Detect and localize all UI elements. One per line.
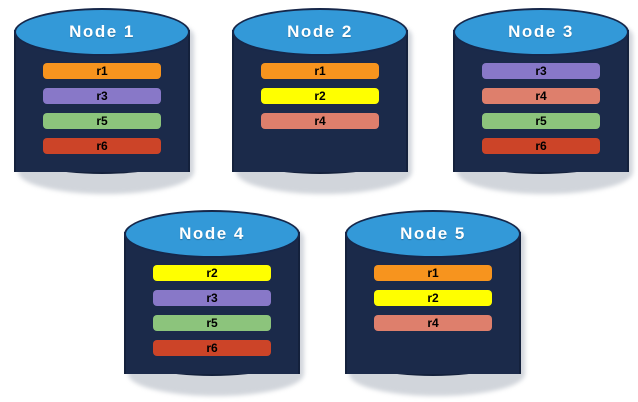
record-bar-r5[interactable]: r5 — [43, 113, 161, 129]
record-bar-r3[interactable]: r3 — [482, 63, 600, 79]
node-label: Node 5 — [400, 224, 466, 243]
record-list: r2 r3 r5 r6 — [153, 265, 271, 356]
record-list: r1 r2 r4 — [261, 63, 379, 129]
cylinder-top-ellipse — [124, 210, 300, 258]
database-node-4[interactable]: Node 4 r2 r3 r5 r6 — [124, 210, 304, 396]
record-bar-r2[interactable]: r2 — [374, 290, 492, 306]
node-label: Node 3 — [508, 22, 574, 41]
record-bar-r3[interactable]: r3 — [43, 88, 161, 104]
cylinder-top-ellipse — [453, 8, 629, 56]
record-list: r1 r2 r4 — [374, 265, 492, 331]
record-bar-r3[interactable]: r3 — [153, 290, 271, 306]
node-label: Node 2 — [287, 22, 353, 41]
record-bar-r6[interactable]: r6 — [482, 138, 600, 154]
database-node-2[interactable]: Node 2 r1 r2 r4 — [232, 8, 412, 194]
record-bar-r2[interactable]: r2 — [153, 265, 271, 281]
record-bar-r6[interactable]: r6 — [43, 138, 161, 154]
record-bar-r5[interactable]: r5 — [153, 315, 271, 331]
database-node-3[interactable]: Node 3 r3 r4 r5 r6 — [453, 8, 633, 194]
record-bar-r1[interactable]: r1 — [43, 63, 161, 79]
cylinder-top-ellipse — [14, 8, 190, 56]
record-bar-r4[interactable]: r4 — [482, 88, 600, 104]
record-bar-r4[interactable]: r4 — [374, 315, 492, 331]
node-label: Node 4 — [179, 224, 245, 243]
cylinder-top-ellipse — [232, 8, 408, 56]
record-bar-r4[interactable]: r4 — [261, 113, 379, 129]
record-bar-r6[interactable]: r6 — [153, 340, 271, 356]
record-bar-r5[interactable]: r5 — [482, 113, 600, 129]
record-list: r3 r4 r5 r6 — [482, 63, 600, 154]
record-bar-r2[interactable]: r2 — [261, 88, 379, 104]
record-list: r1 r3 r5 r6 — [43, 63, 161, 154]
database-node-5[interactable]: Node 5 r1 r2 r4 — [345, 210, 525, 396]
record-bar-r1[interactable]: r1 — [374, 265, 492, 281]
cylinder-top-ellipse — [345, 210, 521, 258]
record-bar-r1[interactable]: r1 — [261, 63, 379, 79]
node-label: Node 1 — [69, 22, 135, 41]
database-node-1[interactable]: Node 1 r1 r3 r5 r6 — [14, 8, 194, 194]
